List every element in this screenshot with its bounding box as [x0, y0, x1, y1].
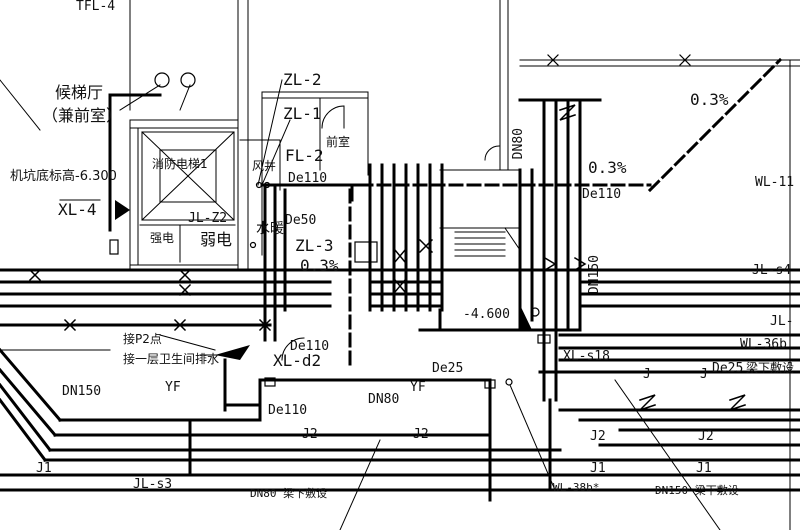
- label-elevation-4600: -4.600: [463, 307, 510, 322]
- label-j2-a: J2: [302, 427, 318, 442]
- label-jl-s: JL-: [770, 314, 794, 329]
- label-dn150-vertical: DN150: [587, 255, 602, 295]
- label-de50: De50: [285, 213, 317, 228]
- label-wl11: WL-11: [755, 175, 795, 190]
- label-water-well: 水暖: [256, 221, 284, 237]
- pipe-bundle-diagonal: [0, 347, 800, 502]
- label-yf-b: YF: [410, 380, 426, 395]
- label-dn80-bottom: DN80 梁下敷设: [250, 487, 328, 500]
- label-jl-s4: JL-s4: [752, 263, 792, 278]
- label-de25-a: De25: [432, 361, 464, 376]
- label-de110-a: De110: [288, 171, 328, 186]
- label-weak-electric: 弱电: [200, 230, 233, 249]
- label-j-b: J: [700, 367, 708, 382]
- label-fire-elevator: 消防电梯1: [152, 157, 208, 171]
- label-j1-a: J1: [36, 461, 52, 476]
- label-waiting-hall-sub: （兼前室）: [42, 106, 123, 125]
- label-jl-z2: JL-Z2: [188, 211, 228, 226]
- label-j2-c: J2: [590, 429, 606, 444]
- label-j-a: J: [643, 367, 651, 382]
- label-connect-toilet: 接一层卫生间排水: [123, 352, 220, 366]
- label-dn80-horizontal: DN80: [368, 392, 400, 407]
- label-jl-s3: JL-s3: [133, 477, 173, 492]
- label-de110-d: De110: [268, 403, 308, 418]
- label-slope-c: 0.3%: [690, 90, 729, 109]
- pipe-risers-center: [368, 98, 602, 402]
- label-dn80-vertical: DN80: [511, 128, 526, 160]
- label-zl2: ZL-2: [283, 70, 322, 89]
- label-pit-elevation: 机坑底标高-6.300: [10, 169, 117, 184]
- label-zl1: ZL-1: [283, 104, 322, 123]
- label-waiting-hall: 候梯厅: [55, 83, 104, 102]
- label-xl-d2: XL-d2: [273, 351, 322, 370]
- label-j2-d: J2: [698, 429, 714, 444]
- label-xl-s18: XL-s18: [563, 349, 610, 364]
- label-de25-b: De25: [712, 361, 744, 376]
- label-zl3: ZL-3: [295, 236, 334, 255]
- label-front-room: 前室: [326, 135, 351, 149]
- label-j1-b: J1: [590, 461, 606, 476]
- fire-elevator-shaft: [141, 131, 235, 221]
- label-dn150-horizontal: DN150: [62, 384, 102, 399]
- label-de110-b: De110: [582, 187, 622, 202]
- label-de110-c: De110: [290, 339, 330, 354]
- label-tfl4: TFL-4: [76, 0, 116, 14]
- label-connect-p2: 接P2点: [123, 332, 162, 346]
- label-yf-a: YF: [165, 380, 181, 395]
- label-xl4: XL-4: [58, 200, 97, 219]
- label-beam-note: 梁下敷设: [746, 361, 795, 375]
- label-fl2: FL-2: [285, 146, 324, 165]
- label-dn150-bottom: DN150 梁下敷设: [655, 484, 739, 497]
- label-slope-b: 0.3%: [588, 158, 627, 177]
- label-strong-electric: 强电: [150, 231, 175, 245]
- label-slope-a: 0.3%: [300, 256, 339, 275]
- label-wl36b: WL-36b: [740, 337, 787, 352]
- label-vent-shaft: 风井: [252, 159, 277, 173]
- label-j2-b: J2: [413, 427, 429, 442]
- label-wl38b: WL-38b*: [553, 481, 600, 494]
- label-j1-c: J1: [696, 461, 712, 476]
- valves: [28, 104, 746, 411]
